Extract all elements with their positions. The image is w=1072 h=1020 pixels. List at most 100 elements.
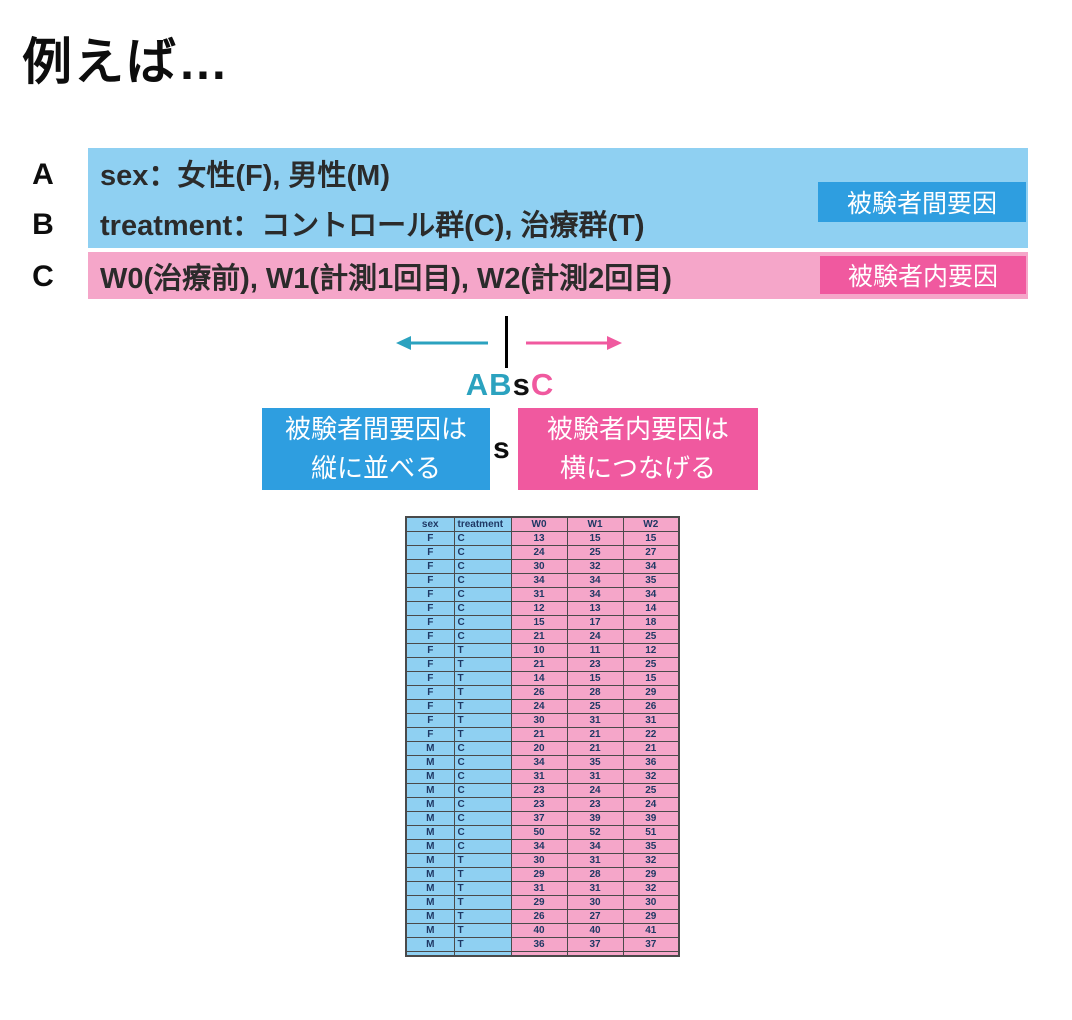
table-cell: 39 xyxy=(566,810,624,826)
table-cell: C xyxy=(453,824,512,840)
table-cell: C xyxy=(453,586,512,602)
table-cell: 51 xyxy=(622,824,680,840)
table-cell: 37 xyxy=(622,936,680,952)
table-cell: M xyxy=(405,810,455,826)
table-cell: 32 xyxy=(566,558,624,574)
left-arrow-icon xyxy=(396,334,492,357)
formula-absc: ABsC xyxy=(450,367,570,403)
factor-letter-b: B xyxy=(32,208,54,241)
table-cell: 23 xyxy=(566,656,624,672)
table-cell: 21 xyxy=(622,740,680,756)
table-cell: 52 xyxy=(566,824,624,840)
column-header: W0 xyxy=(510,516,568,532)
table-cell: M xyxy=(405,768,455,784)
table-cell: 11 xyxy=(566,642,624,658)
column-header: sex xyxy=(405,516,455,532)
table-cell: 34 xyxy=(566,572,624,588)
callout-between-line1: 被験者間要因は xyxy=(284,414,467,444)
table-cell: 35 xyxy=(566,754,624,770)
table-cell: F xyxy=(405,712,455,728)
table-cell: M xyxy=(405,894,455,910)
table-cell: F xyxy=(405,698,455,714)
table-cell: M xyxy=(405,922,455,938)
table-cell: M xyxy=(405,936,455,952)
table-cell: C xyxy=(453,754,512,770)
table-cell: 37 xyxy=(566,936,624,952)
table-cell: 13 xyxy=(566,600,624,616)
table-cell: M xyxy=(405,838,455,854)
table-cell: T xyxy=(453,936,512,952)
table-cell: C xyxy=(453,782,512,798)
table-cell: T xyxy=(453,684,512,700)
callout-within: 被験者内要因は 横につなげる xyxy=(518,408,758,490)
table-cell: C xyxy=(453,628,512,644)
column-header: treatment xyxy=(453,516,512,532)
table-cell: 40 xyxy=(510,922,568,938)
table-cell: 34 xyxy=(510,838,568,854)
table-cell: 25 xyxy=(566,698,624,714)
table-cell: 39 xyxy=(622,810,680,826)
table-cell: 12 xyxy=(622,642,680,658)
table-cell: M xyxy=(405,754,455,770)
table-cell: C xyxy=(453,838,512,854)
table-cell xyxy=(510,950,568,957)
table-cell: 24 xyxy=(566,782,624,798)
factor-row-a: sex：女性(F), 男性(M) xyxy=(100,160,391,192)
table-cell: 22 xyxy=(622,726,680,742)
table-cell: 34 xyxy=(566,838,624,854)
table-cell: F xyxy=(405,600,455,616)
table-cell: 25 xyxy=(622,782,680,798)
table-cell: 50 xyxy=(510,824,568,840)
table-cell xyxy=(453,950,512,957)
table-cell: 14 xyxy=(622,600,680,616)
table-cell: 34 xyxy=(622,558,680,574)
table-cell: 36 xyxy=(510,936,568,952)
table-cell: C xyxy=(453,572,512,588)
table-cell: 25 xyxy=(566,544,624,560)
table-cell: T xyxy=(453,894,512,910)
table-cell: T xyxy=(453,712,512,728)
table-cell: 41 xyxy=(622,922,680,938)
table-cell: 12 xyxy=(510,600,568,616)
table-cell: 34 xyxy=(566,586,624,602)
table-cell: C xyxy=(453,530,512,546)
formula-subject-part: s xyxy=(512,367,531,402)
table-cell: T xyxy=(453,642,512,658)
table-cell: 29 xyxy=(510,866,568,882)
table-cell: 30 xyxy=(510,558,568,574)
table-cell: M xyxy=(405,852,455,868)
table-cell: 15 xyxy=(510,614,568,630)
table-cell: M xyxy=(405,796,455,812)
within-factor-badge: 被験者内要因 xyxy=(820,256,1026,294)
table-cell: T xyxy=(453,852,512,868)
table-cell: 21 xyxy=(566,726,624,742)
table-row-empty xyxy=(405,950,680,957)
table-cell: T xyxy=(453,880,512,896)
table-cell: 24 xyxy=(622,796,680,812)
column-header: W1 xyxy=(566,516,624,532)
column-header: W2 xyxy=(622,516,680,532)
table-cell xyxy=(622,950,680,957)
table-cell: 25 xyxy=(622,656,680,672)
table-cell: C xyxy=(453,796,512,812)
table-cell: F xyxy=(405,614,455,630)
callout-between: 被験者間要因は 縦に並べる xyxy=(262,408,490,490)
formula-between-part: AB xyxy=(465,367,513,402)
table-cell: 23 xyxy=(510,782,568,798)
